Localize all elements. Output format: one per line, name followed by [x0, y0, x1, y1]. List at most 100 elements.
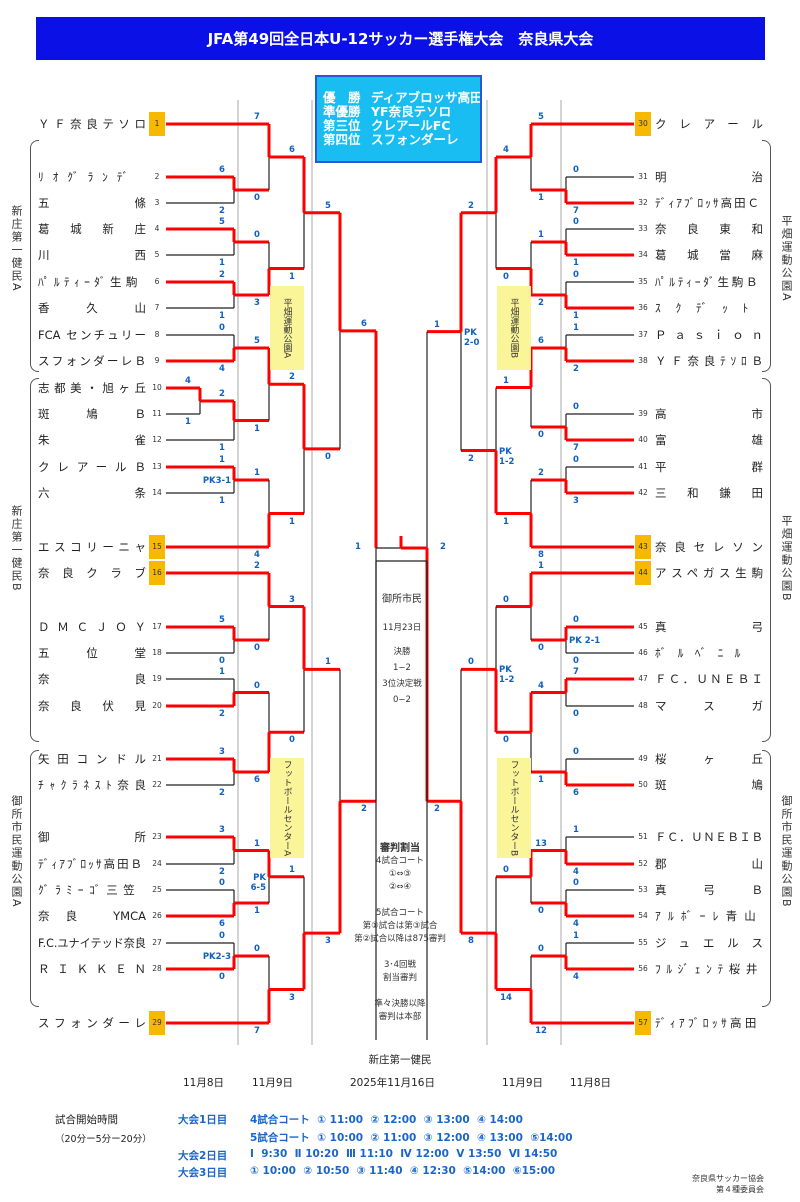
team-name: 富雄	[655, 433, 763, 447]
referee-line: 審判割当	[380, 843, 420, 854]
score-label: 0	[573, 217, 579, 227]
team-name: ＤＭＣＪＯＹ	[38, 620, 146, 634]
group-bracket	[30, 378, 39, 742]
venue-box: フットボールセンターB	[497, 758, 531, 858]
rank-label: 準優勝	[323, 104, 361, 119]
team-name: ＦＣ．ＵＮＥＢＩＢ	[655, 830, 763, 844]
result-third: 第三位クレアールFC	[317, 119, 480, 133]
score-label: 1	[434, 319, 440, 330]
score-label: 0	[573, 747, 579, 757]
score-label: 1	[573, 323, 579, 333]
team-number: 56	[638, 964, 648, 973]
score-label: 2	[219, 389, 225, 399]
team-name: ｸﾞﾗﾐｰｺﾞ三笠	[38, 883, 141, 897]
team-number: 23	[152, 832, 162, 841]
team-name: 真弓	[655, 620, 763, 634]
score-label: 7	[254, 1026, 260, 1036]
team-name: ﾃﾞｨｱﾌﾞﾛｯｻ高田Ｂ	[38, 857, 145, 871]
date-label: 11月8日	[570, 1077, 612, 1089]
team-name: ＹＦ奈良ﾃｿﾛＢ	[655, 354, 763, 368]
team-name: ﾊﾟﾙﾃｨｰﾀﾞ生駒	[38, 275, 142, 289]
score-label: 0	[219, 656, 225, 666]
team-name: ﾊﾟﾙﾃｨｰﾀﾞ生駒Ｂ	[655, 275, 761, 289]
score-label: 0	[254, 944, 260, 954]
team-number: 8	[154, 330, 160, 339]
score-label: 3	[325, 936, 331, 947]
venue-box: フットボールセンターA	[270, 758, 304, 858]
score-label: 1	[538, 193, 544, 203]
team-name: 斑鳩Ｂ	[38, 407, 146, 421]
third-place-score: 0−2	[393, 695, 411, 705]
team-name: 御所	[38, 830, 146, 844]
score-label: 2	[219, 867, 225, 877]
team-number: 12	[152, 435, 162, 444]
team-name: 明治	[655, 170, 763, 184]
score-label: 2	[538, 298, 544, 308]
team-name: 朱雀	[38, 433, 146, 447]
team-name: ﾎﾞﾙﾍﾞﾆﾙ	[655, 646, 752, 660]
score-label: 1	[254, 468, 260, 478]
score-label: 13	[535, 838, 547, 849]
score-label: 1	[219, 496, 225, 506]
score-label: 2	[434, 804, 440, 815]
team-number: 28	[152, 964, 162, 973]
score-label: 4	[573, 919, 579, 929]
final-score-right: 2	[440, 542, 446, 552]
team-number: 35	[638, 277, 648, 286]
team-name: 五位堂	[38, 646, 146, 660]
rank-label: 第三位	[323, 118, 361, 133]
score-label: 1	[254, 838, 260, 849]
score-label: 7	[254, 112, 260, 122]
score-label: 4	[185, 376, 191, 386]
team-number: 30	[635, 112, 651, 136]
pk-label: PK3-1	[202, 476, 231, 486]
schedule-times: 4試合コート ① 11:00 ② 12:00 ③ 13:00 ④ 14:00	[250, 1114, 523, 1126]
score-label: 2	[468, 200, 474, 211]
team-name: ﾃﾞｨｱﾌﾞﾛｯｻ高田	[655, 1016, 760, 1030]
team-name: 五條	[38, 196, 146, 210]
score-label: 2	[219, 206, 225, 216]
score-label: 7	[573, 443, 579, 453]
team-number: 55	[638, 938, 648, 947]
team-name: アスペガス生駒	[655, 566, 763, 580]
footer-org: 奈良県サッカー協会	[692, 1174, 764, 1183]
score-label: 0	[573, 656, 579, 666]
score-label: 1	[219, 258, 225, 268]
schedule-times: Ⅰ 9:30 Ⅱ 10:20 Ⅲ 11:10 Ⅳ 12:00 Ⅴ 13:50 Ⅵ…	[250, 1148, 558, 1160]
team-number: 14	[152, 488, 162, 497]
team-number: 43	[635, 535, 651, 559]
team-name: クレアールＢ	[38, 460, 146, 474]
referee-line	[320, 985, 480, 998]
referee-line	[320, 946, 480, 959]
score-label: 1	[538, 561, 544, 571]
team-number: 45	[638, 622, 648, 631]
team-number: 1	[149, 112, 165, 136]
team-name: 六条	[38, 486, 146, 500]
referee-line: 5試合コート	[376, 908, 424, 918]
team-number: 21	[152, 754, 162, 763]
score-label: 1	[219, 311, 225, 321]
score-label: 0	[468, 657, 474, 668]
team-name: 矢田コンドル	[38, 752, 146, 766]
referee-line: 第②試合以降は875審判	[354, 934, 446, 944]
schedule-day: 大会3日目	[178, 1167, 228, 1179]
team-number: 33	[638, 224, 648, 233]
team-number: 5	[154, 250, 160, 259]
rank-label: 優 勝	[323, 90, 361, 105]
team-number: 34	[638, 250, 648, 259]
score-label: 3	[219, 747, 225, 757]
team-number: 18	[152, 648, 162, 657]
score-label: 0	[538, 430, 544, 440]
score-label: 2	[219, 788, 225, 798]
score-label: 5	[254, 336, 260, 346]
team-number: 27	[152, 938, 162, 947]
group-label: 新庄第一健民A	[10, 205, 23, 293]
score-label: 1	[573, 931, 579, 941]
score-label: 1	[503, 516, 509, 527]
rank-team: ディアブロッサ高田	[371, 90, 482, 105]
score-label: 6	[219, 165, 225, 175]
date-label: 2025年11月16日	[350, 1077, 435, 1089]
score-label: 0	[254, 680, 260, 691]
team-name: 奈良クラブ	[38, 566, 146, 580]
